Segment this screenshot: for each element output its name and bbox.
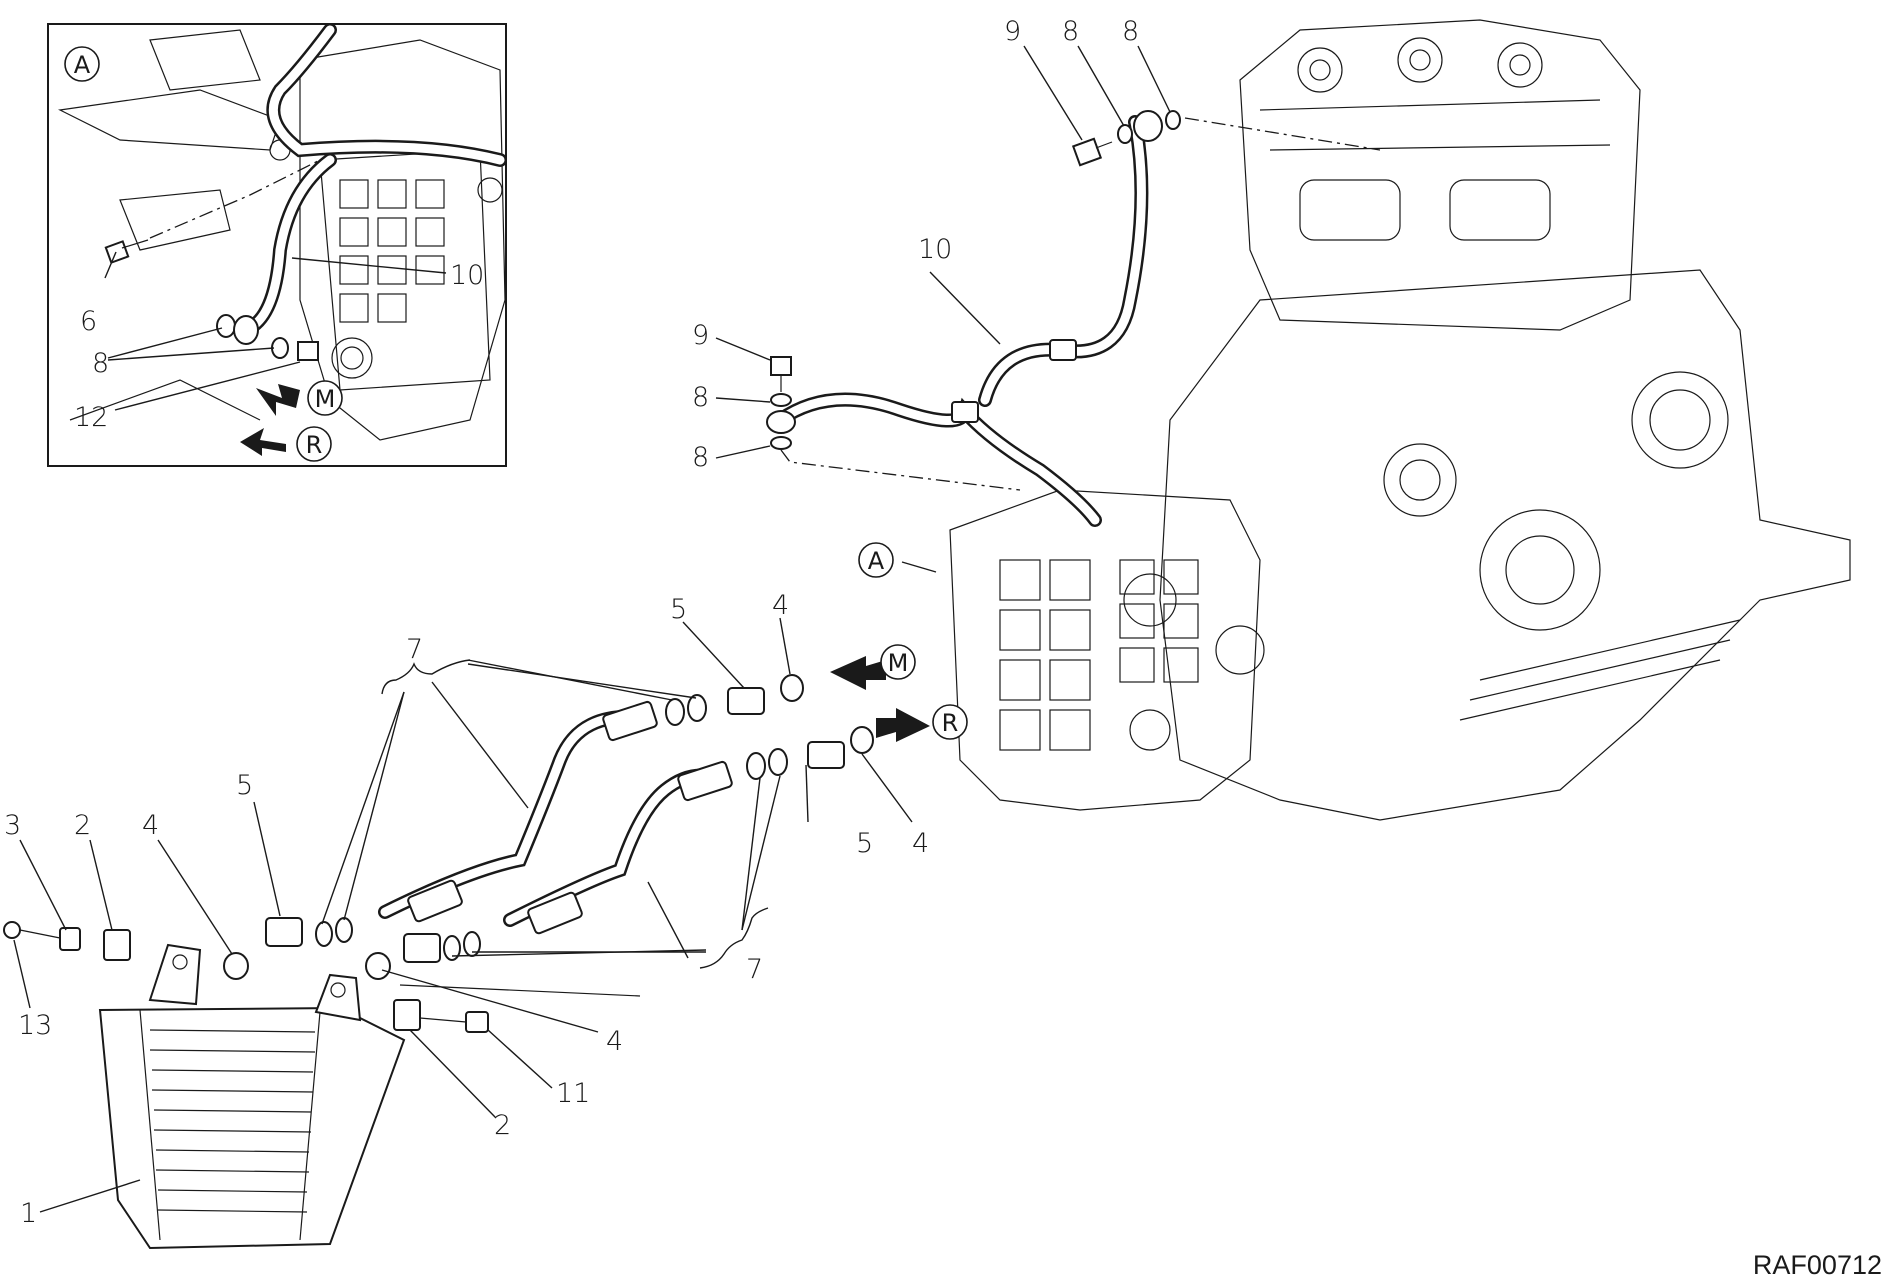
bracket-7-upper: [381, 659, 471, 695]
fittings-group: [3, 674, 874, 1033]
return-arrow-main-icon: [876, 708, 930, 742]
inset-return-label: R: [306, 431, 323, 459]
callout-5: 5: [236, 770, 253, 801]
middle-banjo-assembly: [766, 356, 1021, 491]
inset-delivery-label: M: [315, 385, 336, 413]
callout-8: 8: [1062, 16, 1079, 47]
callout-11: 11: [556, 1078, 590, 1109]
callout-4: 4: [912, 828, 929, 859]
leader-lines: [13, 45, 1171, 1213]
callout-5: 5: [670, 594, 687, 625]
inset-detail: [47, 23, 507, 467]
callout-4: 4: [606, 1026, 623, 1057]
oil-hoses-7-icon: [378, 700, 733, 935]
detail-label: A: [868, 547, 885, 575]
callout-8: 8: [692, 382, 709, 413]
callout-9: 9: [692, 320, 709, 351]
callout-3: 3: [4, 810, 21, 841]
callout-labels: 6 8 12 10 9 8 8 10 9 8 8 5 4 7 5 4 7 3 2…: [4, 16, 1139, 1229]
callout-2: 2: [494, 1110, 511, 1141]
callout-7: 7: [406, 634, 423, 665]
upper-banjo-assembly: [1071, 110, 1381, 167]
callout-5: 5: [856, 828, 873, 859]
callout-8: 8: [692, 442, 709, 473]
delivery-arrow-main-icon: [830, 656, 886, 690]
callout-7: 7: [746, 954, 763, 985]
callout-10: 10: [450, 260, 484, 291]
return-arrow-icon: [240, 428, 286, 456]
reference-code: RAF00712: [1753, 1250, 1882, 1280]
bolt-6-icon: [104, 239, 149, 264]
engine-crankcase-icon: [949, 19, 1851, 821]
bracket-7-lower: [699, 907, 769, 969]
callout-2: 2: [74, 810, 91, 841]
callout-6: 6: [80, 306, 97, 337]
callout-9: 9: [1004, 16, 1021, 47]
callout-8: 8: [92, 348, 109, 379]
callout-12: 12: [74, 402, 108, 433]
return-label: R: [942, 709, 959, 737]
callout-13: 13: [18, 1010, 52, 1041]
delivery-label: M: [888, 649, 909, 677]
callout-4: 4: [142, 810, 159, 841]
delivery-arrow-icon: [256, 384, 300, 416]
circled-labels: A M R A M R: [64, 46, 968, 740]
oil-cooler-icon: [98, 943, 641, 1250]
oil-hose-10-icon: [773, 115, 1149, 527]
callout-8: 8: [1122, 16, 1139, 47]
inset-label: A: [74, 51, 91, 79]
callout-4: 4: [772, 590, 789, 621]
callout-10: 10: [918, 234, 952, 265]
callout-1: 1: [20, 1198, 37, 1229]
